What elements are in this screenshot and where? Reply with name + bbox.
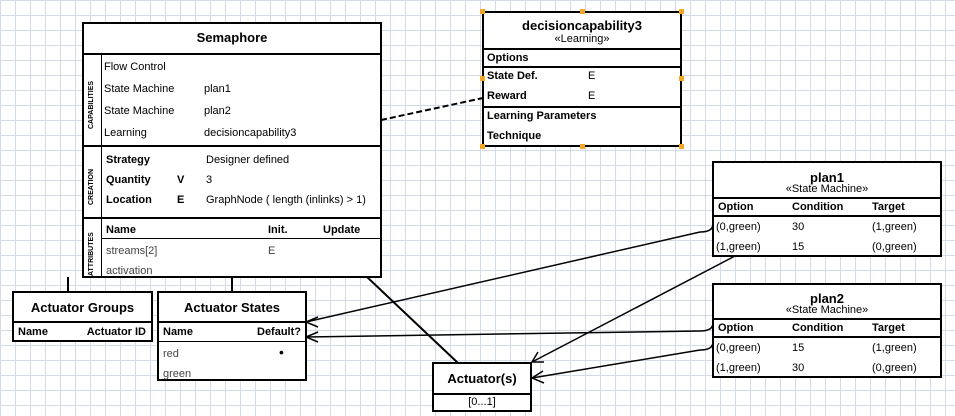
creation-value: Designer defined — [206, 154, 290, 166]
creation-label: Quantity — [106, 174, 151, 186]
actuator-state-name: green — [163, 368, 192, 380]
plan2-header-option: Option — [718, 322, 754, 334]
capability-kind: Flow Control — [104, 61, 166, 73]
actuator-state-default: • — [279, 344, 284, 360]
capability-kind: Learning — [104, 127, 147, 139]
plan2-header-condition: Condition — [792, 322, 844, 334]
attributes-header-update: Update — [323, 224, 361, 236]
selection-handle[interactable] — [580, 9, 585, 14]
arrowhead-actuators-1 — [530, 351, 544, 363]
capability-ref[interactable]: plan2 — [204, 105, 231, 117]
creation-label: Location — [106, 194, 152, 206]
actuator-states-header-default: Default? — [257, 326, 301, 338]
selection-handle[interactable] — [480, 144, 485, 149]
selection-handle[interactable] — [480, 76, 485, 81]
creation-label: Strategy — [106, 154, 151, 166]
attributes-header-name: Name — [106, 224, 136, 236]
attributes-header-init: Init. — [268, 224, 288, 236]
plan2-row-option: (1,green) — [716, 362, 761, 374]
plan2-row-target: (0,green) — [872, 362, 917, 374]
plan1-header-option: Option — [718, 201, 754, 213]
arrowhead-actuators-2 — [530, 370, 545, 384]
plan1-row-target: (1,green) — [872, 221, 917, 233]
semaphore-box[interactable]: Semaphore CAPABILITIES Flow Control Stat… — [82, 22, 382, 278]
link-plan2-to-actuators[interactable] — [531, 349, 701, 379]
plan1-row-condition: 15 — [792, 241, 805, 253]
creation-value: GraphNode ( length (inlinks) > 1) — [206, 194, 366, 206]
decision-technique: Technique — [487, 130, 542, 142]
plan1-row-condition: 30 — [792, 221, 805, 233]
attribute-name: streams[2] — [106, 245, 158, 257]
actuator-states-title: Actuator States — [183, 300, 281, 315]
actuators-title: Actuator(s) — [447, 371, 517, 386]
creation-value: 3 — [206, 174, 213, 186]
plan2-title: plan2 — [810, 291, 844, 306]
decision-row-label: State Def. — [487, 70, 538, 82]
actuator-states-box[interactable]: Actuator States Name Default? red • gree… — [157, 291, 307, 381]
decision-options-label: Options — [487, 52, 529, 64]
selection-handle[interactable] — [580, 144, 585, 149]
plan2-box[interactable]: plan2 «State Machine» Option Condition T… — [712, 283, 942, 378]
plan2-header-target: Target — [872, 322, 905, 334]
decision-row-label: Reward — [487, 90, 527, 102]
plan1-box[interactable]: plan1 «State Machine» Option Condition T… — [712, 161, 942, 257]
capability-ref[interactable]: decisioncapability3 — [204, 127, 297, 139]
capability-kind: State Machine — [104, 105, 175, 117]
plan1-header-target: Target — [872, 201, 905, 213]
plan1-row-target: (0,green) — [872, 241, 917, 253]
learning-link-dashed[interactable] — [380, 97, 484, 121]
actuator-groups-header-id: Actuator ID — [86, 326, 146, 338]
actuators-box[interactable]: Actuator(s) [0...1] — [432, 362, 532, 412]
creation-section-label: CREATION — [88, 168, 95, 205]
attributes-section-label: ATTRIBUTES — [88, 232, 95, 276]
decision-row-value: E — [588, 70, 596, 82]
plan1-row-option: (0,green) — [716, 221, 761, 233]
plan1-row-option: (1,green) — [716, 241, 761, 253]
link-semaphore-actuators[interactable] — [366, 276, 459, 364]
capabilities-section-label: CAPABILITIES — [88, 80, 95, 129]
plan1-title: plan1 — [810, 170, 844, 185]
actuator-state-name: red — [163, 348, 179, 360]
decision-stereotype: «Learning» — [554, 33, 610, 45]
selection-handle[interactable] — [679, 144, 684, 149]
plan2-row-target: (1,green) — [872, 342, 917, 354]
actuators-multiplicity: [0...1] — [468, 396, 496, 408]
plan2-row-condition: 30 — [792, 362, 805, 374]
plan2-row-option: (0,green) — [716, 342, 761, 354]
plan1-stereotype: «State Machine» — [785, 183, 869, 195]
actuator-groups-title: Actuator Groups — [30, 300, 135, 315]
selection-handle[interactable] — [480, 9, 485, 14]
semaphore-title: Semaphore — [196, 30, 268, 45]
attribute-name: activation — [106, 265, 153, 277]
actuator-groups-header-name: Name — [18, 326, 48, 338]
decision-capability-box[interactable]: decisioncapability3 «Learning» Options S… — [482, 11, 682, 147]
arrowhead-actuator-states-1 — [304, 316, 319, 328]
actuator-groups-box[interactable]: Actuator Groups Name Actuator ID — [12, 291, 153, 342]
attribute-init: E — [268, 245, 276, 257]
actuator-states-header-name: Name — [163, 326, 193, 338]
plan2-row-condition: 15 — [792, 342, 805, 354]
selection-handle[interactable] — [679, 9, 684, 14]
plan1-header-condition: Condition — [792, 201, 844, 213]
link-plan1-to-actuators[interactable] — [531, 255, 736, 363]
creation-flag: E — [177, 194, 185, 206]
link-plan2-to-actuator-states[interactable] — [305, 330, 701, 338]
decision-learning-params: Learning Parameters — [487, 110, 597, 122]
plan2-stereotype: «State Machine» — [785, 304, 869, 316]
decision-row-value: E — [588, 90, 596, 102]
selection-handle[interactable] — [679, 76, 684, 81]
link-plan1-to-actuator-states[interactable] — [305, 231, 701, 323]
capability-ref[interactable]: plan1 — [204, 83, 231, 95]
capability-kind: State Machine — [104, 83, 175, 95]
creation-flag: V — [177, 174, 185, 186]
decision-title: decisioncapability3 — [522, 18, 642, 33]
